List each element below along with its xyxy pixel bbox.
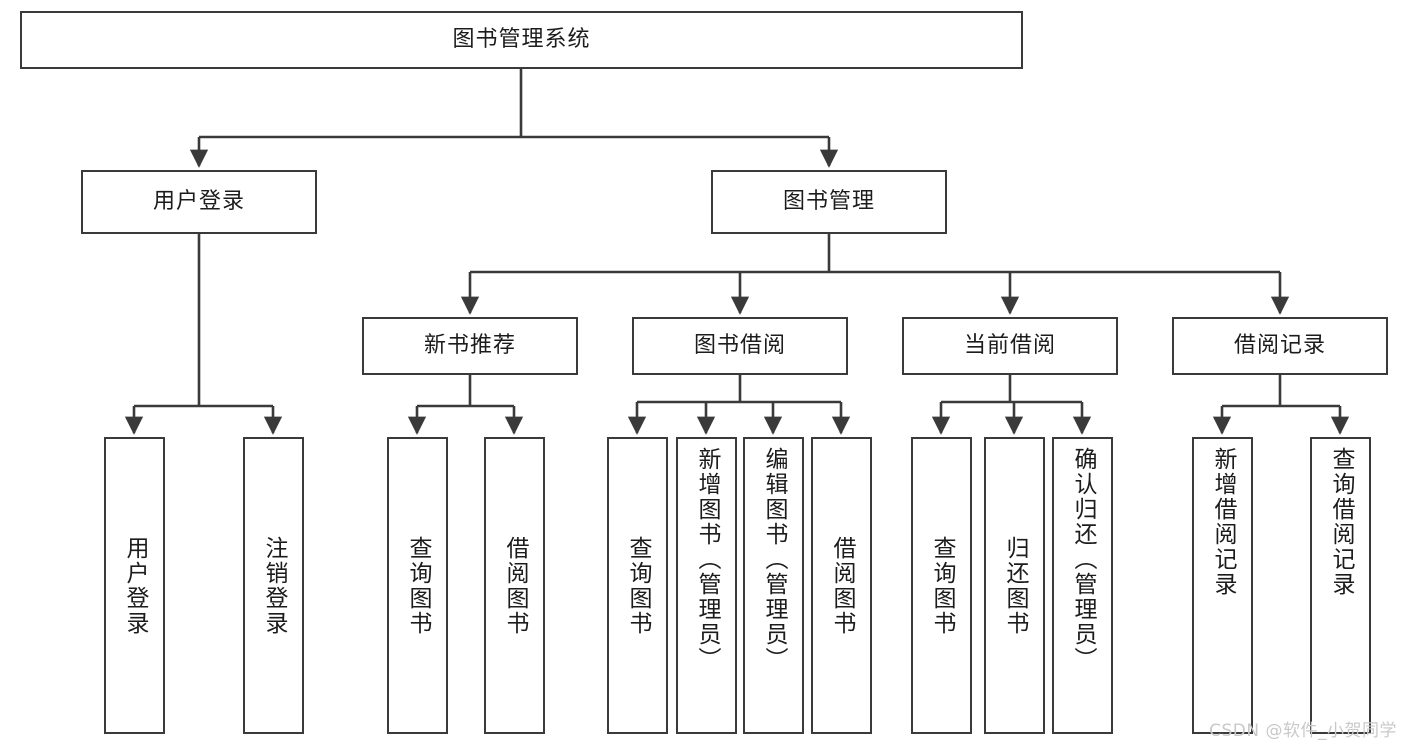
node-label-leaf-add-book: 新增图书（管理员） (694, 447, 720, 672)
node-current-borrow[interactable]: 当前借阅 (902, 317, 1118, 375)
node-new-book-recommend[interactable]: 新书推荐 (362, 317, 578, 375)
node-label-leaf-borrow-book-1: 借阅图书 (502, 535, 528, 636)
node-label-leaf-return-book: 归还图书 (1002, 535, 1028, 636)
node-label-borrow-record: 借阅记录 (1233, 332, 1326, 358)
node-leaf-add-record[interactable]: 新增借阅记录 (1192, 437, 1253, 734)
node-label-leaf-user-login: 用户登录 (122, 535, 148, 636)
node-leaf-borrow-book-1[interactable]: 借阅图书 (484, 437, 545, 734)
node-leaf-borrow-book-2[interactable]: 借阅图书 (811, 437, 872, 734)
node-label-book-manage: 图书管理 (782, 188, 875, 214)
node-leaf-user-login[interactable]: 用户登录 (104, 437, 165, 734)
node-leaf-query-book-2[interactable]: 查询图书 (607, 437, 668, 734)
node-book-borrow[interactable]: 图书借阅 (632, 317, 848, 375)
csdn-watermark: CSDN @软件_小贺同学 (1209, 721, 1397, 741)
node-leaf-logout-login[interactable]: 注销登录 (243, 437, 304, 734)
node-label-user-login: 用户登录 (152, 188, 245, 214)
node-label-leaf-confirm-return: 确认归还（管理员） (1070, 447, 1096, 672)
node-root[interactable]: 图书管理系统 (20, 11, 1023, 69)
node-leaf-query-book-3[interactable]: 查询图书 (911, 437, 972, 734)
node-label-current-borrow: 当前借阅 (963, 332, 1056, 358)
node-leaf-add-book[interactable]: 新增图书（管理员） (676, 437, 737, 734)
node-label-root: 图书管理系统 (452, 26, 591, 52)
node-leaf-query-book-1[interactable]: 查询图书 (387, 437, 448, 734)
node-label-leaf-query-record: 查询借阅记录 (1328, 447, 1354, 597)
node-label-leaf-query-book-2: 查询图书 (625, 535, 651, 636)
node-label-book-borrow: 图书借阅 (693, 332, 786, 358)
node-label-leaf-add-record: 新增借阅记录 (1210, 447, 1236, 597)
node-book-manage[interactable]: 图书管理 (711, 170, 947, 234)
node-label-leaf-logout-login: 注销登录 (261, 535, 287, 636)
node-label-leaf-edit-book: 编辑图书（管理员） (761, 447, 787, 672)
node-leaf-confirm-return[interactable]: 确认归还（管理员） (1052, 437, 1113, 734)
node-user-login[interactable]: 用户登录 (81, 170, 317, 234)
node-label-leaf-query-book-1: 查询图书 (405, 535, 431, 636)
node-label-leaf-borrow-book-2: 借阅图书 (829, 535, 855, 636)
node-leaf-edit-book[interactable]: 编辑图书（管理员） (743, 437, 804, 734)
node-label-leaf-query-book-3: 查询图书 (929, 535, 955, 636)
node-label-new-book-recommend: 新书推荐 (423, 332, 516, 358)
node-borrow-record[interactable]: 借阅记录 (1172, 317, 1388, 375)
node-leaf-query-record[interactable]: 查询借阅记录 (1310, 437, 1371, 734)
node-leaf-return-book[interactable]: 归还图书 (984, 437, 1045, 734)
